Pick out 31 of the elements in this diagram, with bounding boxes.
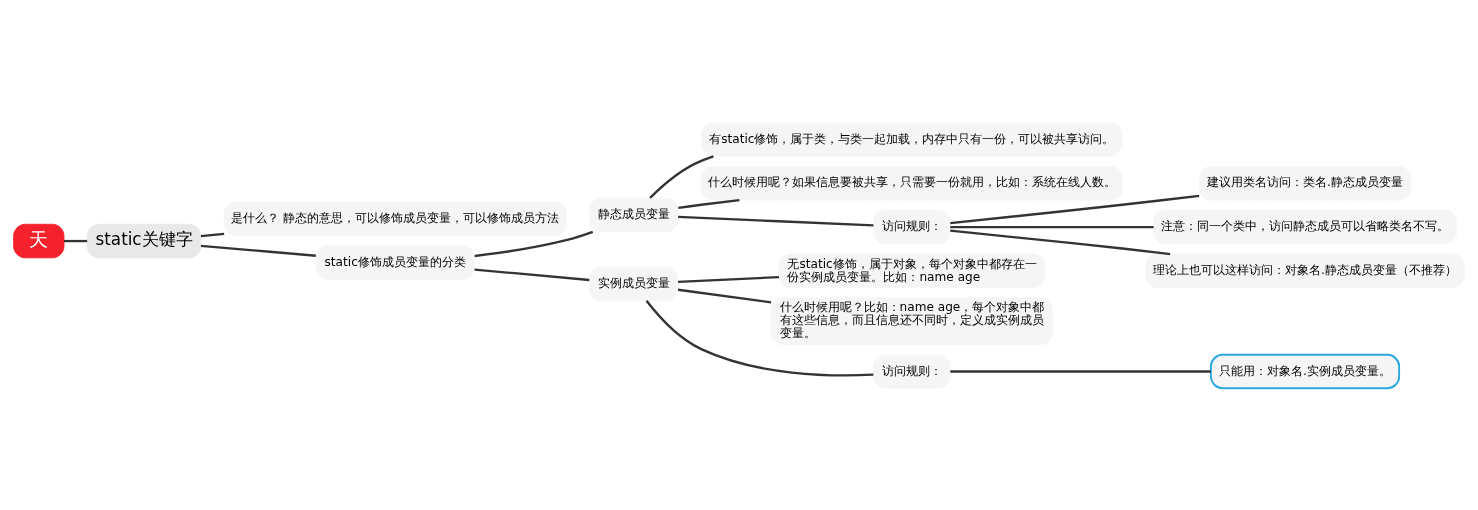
connector	[950, 369, 1211, 373]
node-box: static修饰成员变量的分类	[315, 244, 475, 280]
connector	[63, 239, 88, 242]
node-box: static关键字	[86, 223, 202, 258]
connector	[474, 230, 594, 257]
connector	[678, 198, 740, 209]
node-box: 只能用：对象名.实例成员变量。	[1210, 353, 1401, 389]
node-box: 静态成员变量	[589, 197, 679, 232]
connector	[649, 154, 714, 199]
connector	[474, 267, 590, 281]
connector	[678, 215, 874, 227]
connector	[950, 194, 1200, 224]
node-box: 理论上也可以这样访问：对象名.静态成员变量（不推荐）	[1145, 253, 1465, 288]
node-box: 什么时候用呢？如果信息要被共享，只需要一份就用，比如：系统在线人数。	[700, 165, 1123, 201]
node-box: 实例成员变量	[589, 266, 679, 301]
node-box: 注意：同一个类中，访问静态成员可以省略类名不写。	[1153, 209, 1457, 244]
connector	[678, 275, 780, 283]
connector	[950, 225, 1154, 228]
connector	[200, 232, 225, 237]
node-box: 有static修饰，属于类，与类一起加载，内存中只有一份，可以被共享访问。	[701, 121, 1123, 157]
node-box: 是什么？ 静态的意思，可以修饰成员变量，可以修饰成员方法	[223, 200, 567, 236]
connector	[677, 288, 772, 303]
node-box: 访问规则：	[873, 353, 951, 389]
node-box: 访问规则：	[873, 209, 951, 244]
node-box: 天	[13, 223, 65, 258]
node-box: 无static修饰，属于对象，每个对象中都存在一份实例成员变量。比如：name age	[778, 253, 1046, 288]
connector	[950, 229, 1171, 255]
node-box: 什么时候用呢？比如：name age，每个对象中都有这些信息，而且信息还不同时，定义成实例成员变量。	[770, 296, 1053, 345]
node-box: 建议用类名访问：类名.静态成员变量	[1198, 165, 1412, 201]
connector	[200, 244, 316, 257]
connector	[645, 299, 874, 376]
